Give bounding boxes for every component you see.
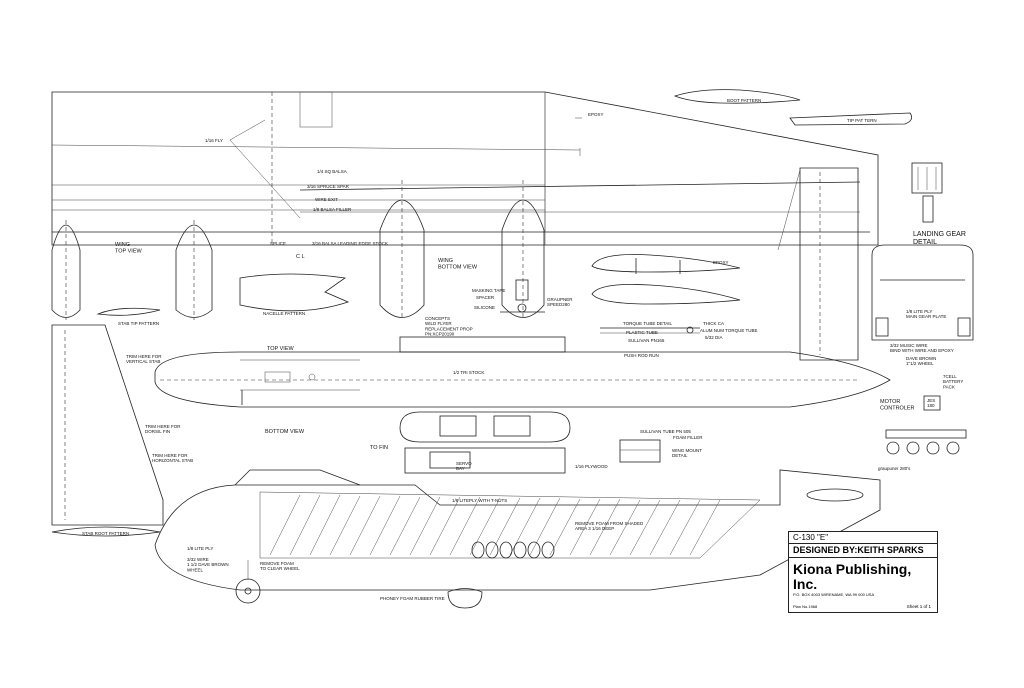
wing-bottom-outline [399, 411, 571, 443]
label-top-view: TOP VIEW [267, 346, 295, 352]
label-stab-root: STAB ROOT PATTERN [82, 531, 129, 536]
label-epoxy-2: EPOXY [713, 260, 729, 265]
label-to-fin: TO FIN [370, 445, 388, 451]
label-bottom-view: BOTTOM VIEW [265, 429, 305, 435]
label-alum: ALUM NUM TORQUE TUBE [700, 328, 758, 333]
nacelle-outlines [51, 180, 545, 320]
label-balsa-filler: 1/8 BALSA FILLER [313, 207, 352, 212]
label-plastic-tube: PLASTIC TUBE [626, 330, 658, 335]
label-silicone: SILICONE [474, 305, 495, 310]
airfoil-sections [591, 254, 741, 305]
fuselage-top-view [154, 336, 891, 408]
label-push-rod: PUSH ROD RUN [624, 353, 659, 358]
label-epoxy: EPOXY [588, 112, 604, 117]
sheet-number: Sheet 1 of 1 [906, 604, 931, 609]
label-thick-ca: THICK CA [703, 321, 724, 326]
title-block: C-130 "E" DESIGNED BY:KEITH SPARKS Kiona… [788, 531, 938, 613]
boot-pattern [673, 89, 801, 104]
stab-tip-pattern [96, 307, 161, 316]
plan-number: Plan No.1968 [793, 604, 818, 609]
nacelle-pattern [239, 273, 350, 312]
label-torque-tube: TORQUE TUBE DETAIL [623, 321, 673, 326]
vertical-fin [777, 167, 859, 361]
label-sullivan: SULLIVAN PN165 [628, 338, 665, 343]
label-boot-pattern: BOOT PATTERN [727, 98, 761, 103]
label-spacer: SPACER [476, 295, 495, 300]
landing-gear [871, 162, 974, 341]
power-system [885, 395, 967, 455]
label-graupner-280: graupuner 280's [878, 466, 911, 471]
model-name: C-130 "E" [789, 532, 937, 544]
label-tip-pattern: TIP PAT TERN [847, 118, 877, 123]
publisher-address: P.O. BOX 4003 WIRENAME, WA 99 000 USA [793, 592, 875, 597]
label-nacelle-pattern: NACELLE PATTERN [263, 311, 305, 316]
annotations: BOOT PATTERN TIP PAT TERN EPOXY 1/16 FLY… [82, 98, 966, 601]
publisher: Kiona Publishing, Inc. [793, 561, 912, 592]
label-wire-exit: WIRE EXIT [315, 197, 338, 202]
label-leading-edge: 3/16 BALSA LEADING EDGE STOCK [312, 241, 388, 246]
label-dia: 5/32 DIA [705, 335, 723, 340]
label-fly: 1/16 FLY [205, 138, 223, 143]
motor-detail [500, 279, 545, 313]
label-tri-stock: 1/2 TRI STOCK [453, 370, 484, 375]
fuselage-side-view [154, 469, 881, 609]
stabilizer [51, 324, 164, 526]
label-plywood: 1/16 PLYWOOD [575, 464, 608, 469]
label-stab-tip: STAB TIP PATTERN [118, 321, 159, 326]
label-sq-balsa: 1/4 SQ BALSA [317, 169, 347, 174]
tip-pattern [789, 112, 913, 126]
label-lite-ply-tnuts: 1/8 LITEPLY WITH T-NUTS [452, 498, 507, 503]
label-masking-tape: MASKING TAPE [472, 288, 505, 293]
label-spruce-spar: 3/16 SPRUCE SPAR [307, 184, 350, 189]
label-splice: SPLICE [270, 241, 286, 246]
wing-plan [51, 91, 879, 246]
servo-bay [404, 447, 566, 474]
label-foam-filler: FOAM FILLER [673, 435, 703, 440]
designer: DESIGNED BY:KEITH SPARKS [789, 544, 937, 558]
label-phoney-tire: PHONEY FOAM RUBBER TIRE [380, 596, 445, 601]
label-lite-ply: 1/8 LITE PLY [187, 546, 213, 551]
torque-tube [600, 326, 700, 334]
label-sullivan-tube: SULLIVAN TUBE PN 505 [640, 429, 691, 434]
label-cl-main: C L [296, 254, 305, 260]
wing-mount [619, 439, 661, 463]
